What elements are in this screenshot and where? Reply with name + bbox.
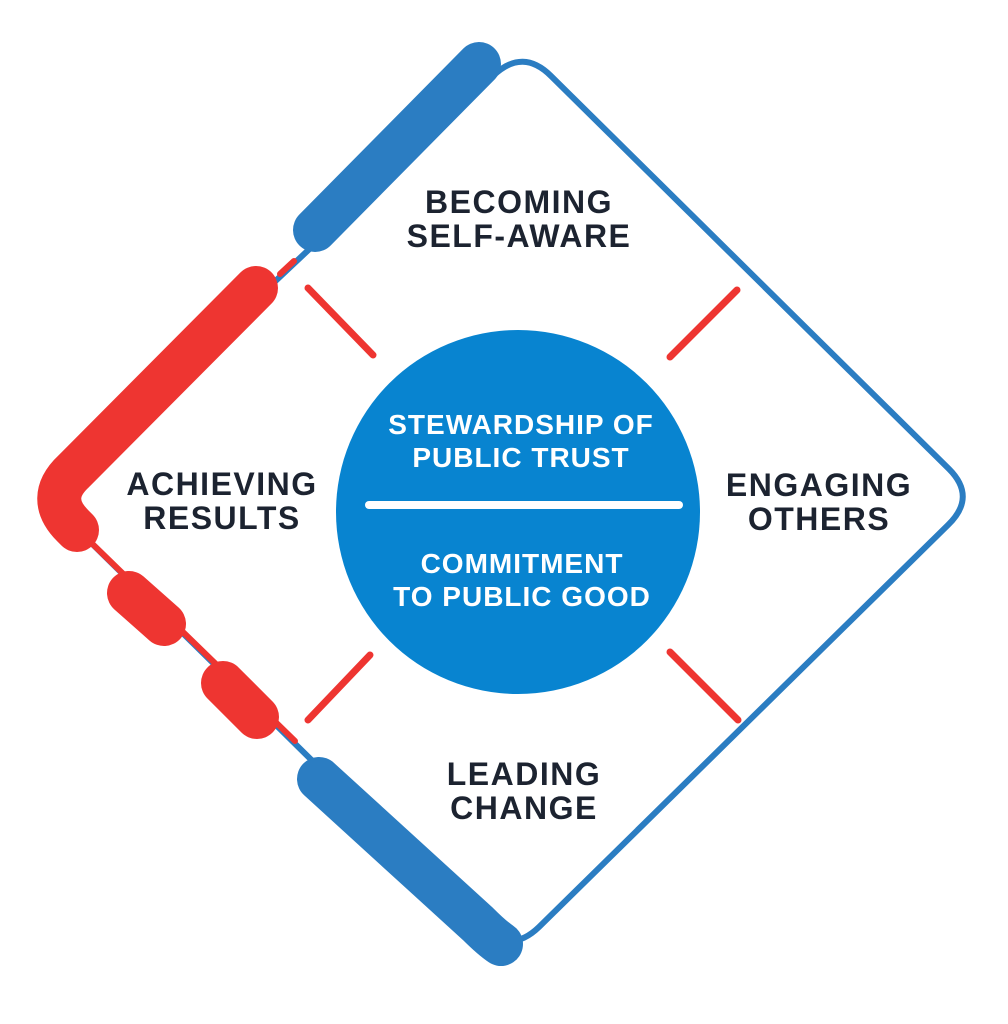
label-commitment-to-public-good: COMMITMENT TO PUBLIC GOOD bbox=[393, 547, 651, 613]
tick-southwest bbox=[304, 651, 374, 724]
label-line: LEADING bbox=[446, 756, 602, 792]
label-line: OTHERS bbox=[747, 501, 891, 537]
label-line: SELF-AWARE bbox=[406, 218, 632, 254]
diamond-outline-red-segment-small bbox=[277, 258, 297, 277]
edge-dash-red-2 bbox=[201, 661, 279, 739]
label-line: STEWARDSHIP OF bbox=[388, 409, 654, 440]
label-line: CHANGE bbox=[450, 790, 598, 826]
label-line: BECOMING bbox=[425, 184, 613, 220]
core-values-divider bbox=[365, 501, 683, 509]
label-stewardship-of-public-trust: STEWARDSHIP OF PUBLIC TRUST bbox=[388, 408, 654, 474]
label-line: ENGAGING bbox=[725, 467, 913, 503]
label-line: COMMITMENT bbox=[420, 548, 624, 579]
label-engaging-others: ENGAGING OTHERS bbox=[726, 468, 912, 536]
core-values-circle bbox=[336, 330, 700, 694]
label-line: ACHIEVING bbox=[126, 466, 318, 502]
label-becoming-self-aware: BECOMING SELF-AWARE bbox=[407, 185, 632, 253]
label-line: TO PUBLIC GOOD bbox=[393, 581, 651, 612]
label-line: PUBLIC TRUST bbox=[412, 442, 630, 473]
edge-bar-blue-bottom bbox=[297, 757, 523, 966]
label-leading-change: LEADING CHANGE bbox=[447, 757, 602, 825]
label-line: RESULTS bbox=[143, 500, 301, 536]
tick-northwest bbox=[304, 284, 377, 359]
label-achieving-results: ACHIEVING RESULTS bbox=[126, 467, 317, 535]
tick-northeast bbox=[666, 286, 741, 361]
edge-dash-red-1 bbox=[107, 571, 186, 646]
edge-bar-blue-top bbox=[293, 42, 501, 252]
tick-southeast bbox=[666, 648, 742, 724]
edge-bar-red-left bbox=[37, 266, 278, 552]
